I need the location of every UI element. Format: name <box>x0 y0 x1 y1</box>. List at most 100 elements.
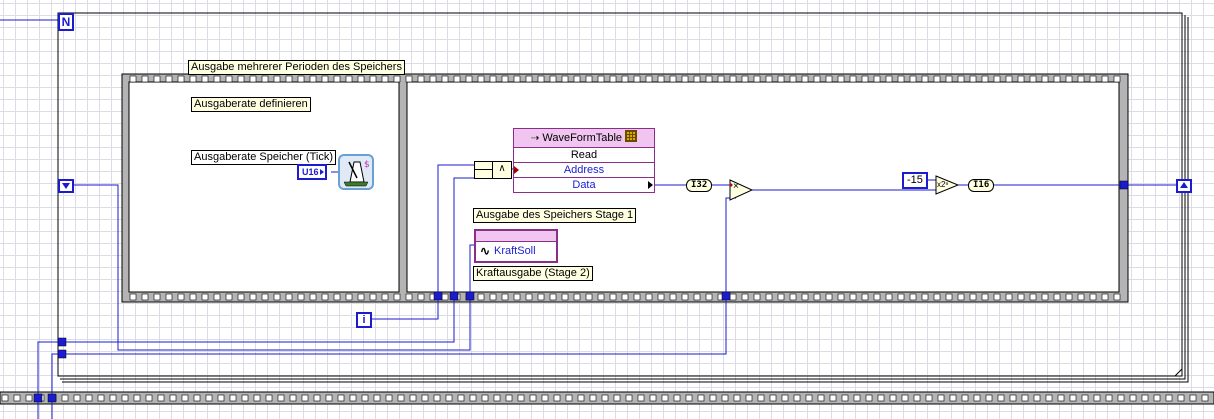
film-hole <box>681 75 689 83</box>
film-hole <box>897 293 905 301</box>
film-hole <box>889 394 897 402</box>
memory-row-address-label: Address <box>563 164 605 176</box>
film-hole <box>225 293 233 301</box>
film-hole <box>1069 394 1077 402</box>
film-hole <box>525 293 533 301</box>
film-hole <box>877 394 885 402</box>
ausgaberate-control-terminal[interactable]: U16 <box>297 164 327 180</box>
film-hole <box>1045 394 1053 402</box>
film-hole <box>265 394 273 402</box>
film-hole <box>801 75 809 83</box>
film-hole <box>849 75 857 83</box>
film-hole <box>441 293 449 301</box>
film-hole <box>621 293 629 301</box>
memory-row-address[interactable]: Address <box>514 163 654 178</box>
and-function[interactable]: ∧ <box>474 161 512 179</box>
film-hole <box>573 75 581 83</box>
film-hole <box>1009 394 1017 402</box>
kraftsoll-node[interactable]: ∿ KraftSoll <box>474 229 558 263</box>
film-hole <box>345 293 353 301</box>
kraftsoll-name: KraftSoll <box>494 245 536 257</box>
film-hole <box>73 394 81 402</box>
film-hole <box>409 394 417 402</box>
film-hole <box>553 394 561 402</box>
film-hole <box>549 293 557 301</box>
film-hole <box>801 293 809 301</box>
film-hole <box>1101 75 1109 83</box>
constant-minus-15[interactable]: -15 <box>902 172 928 189</box>
film-hole <box>309 293 317 301</box>
film-hole <box>433 394 441 402</box>
film-hole <box>237 75 245 83</box>
film-hole <box>637 394 645 402</box>
film-hole <box>517 394 525 402</box>
to-i16-conversion[interactable]: I16 <box>968 179 995 192</box>
film-hole <box>829 394 837 402</box>
film-hole <box>465 75 473 83</box>
film-hole <box>661 394 669 402</box>
film-hole <box>789 75 797 83</box>
film-hole <box>777 293 785 301</box>
multiply-function[interactable] <box>729 179 754 201</box>
film-hole <box>885 293 893 301</box>
loop-count-terminal[interactable]: N <box>58 13 74 31</box>
film-hole <box>1177 394 1185 402</box>
film-hole <box>1201 394 1209 402</box>
film-hole <box>813 75 821 83</box>
film-hole <box>513 75 521 83</box>
scale-power2-symbol: x2ⁿ <box>937 180 949 189</box>
film-hole <box>333 293 341 301</box>
memory-row-data[interactable]: Data <box>514 178 654 192</box>
shift-register-right[interactable] <box>1176 179 1192 193</box>
film-hole <box>909 293 917 301</box>
film-hole <box>589 394 597 402</box>
shift-register-left[interactable] <box>58 179 74 193</box>
film-hole <box>525 75 533 83</box>
film-hole <box>913 394 921 402</box>
film-hole <box>993 293 1001 301</box>
film-hole <box>193 394 201 402</box>
memory-row-read[interactable]: Read <box>514 148 654 163</box>
film-hole <box>1 394 9 402</box>
film-hole <box>297 75 305 83</box>
kraft-stage1-label: Ausgabe des Speichers Stage 1 <box>473 208 637 223</box>
film-hole <box>405 75 413 83</box>
film-hole <box>633 293 641 301</box>
for-loop-border[interactable] <box>57 12 1189 383</box>
film-hole <box>957 293 965 301</box>
outer-sequence-strip <box>0 391 1214 405</box>
metronome-node[interactable]: $ <box>338 154 374 190</box>
film-hole <box>657 75 665 83</box>
film-hole <box>757 394 765 402</box>
film-hole <box>1113 75 1121 83</box>
film-hole <box>529 394 537 402</box>
film-hole <box>109 394 117 402</box>
film-hole <box>229 394 237 402</box>
film-hole <box>201 75 209 83</box>
film-hole <box>1089 293 1097 301</box>
film-hole <box>769 394 777 402</box>
film-hole <box>145 394 153 402</box>
to-i32-conversion[interactable]: I32 <box>686 179 713 192</box>
film-hole <box>501 75 509 83</box>
loop-iteration-terminal[interactable]: i <box>356 312 372 328</box>
film-hole <box>253 394 261 402</box>
film-hole <box>733 394 741 402</box>
shift-register-down-icon <box>62 183 70 189</box>
film-hole <box>369 293 377 301</box>
film-hole <box>901 394 909 402</box>
film-hole <box>885 75 893 83</box>
film-hole <box>385 394 393 402</box>
film-hole <box>585 293 593 301</box>
film-hole <box>273 75 281 83</box>
scale-by-power-of-2-function[interactable] <box>935 175 960 195</box>
film-hole <box>861 293 869 301</box>
waveformtable-title: WaveFormTable <box>542 132 623 144</box>
waveformtable-memory-node[interactable]: ⇢ WaveFormTable Read Address Data <box>513 128 655 193</box>
film-hole <box>513 293 521 301</box>
film-hole <box>157 394 165 402</box>
film-hole <box>925 394 933 402</box>
film-hole <box>693 293 701 301</box>
film-hole <box>897 75 905 83</box>
film-hole <box>445 394 453 402</box>
